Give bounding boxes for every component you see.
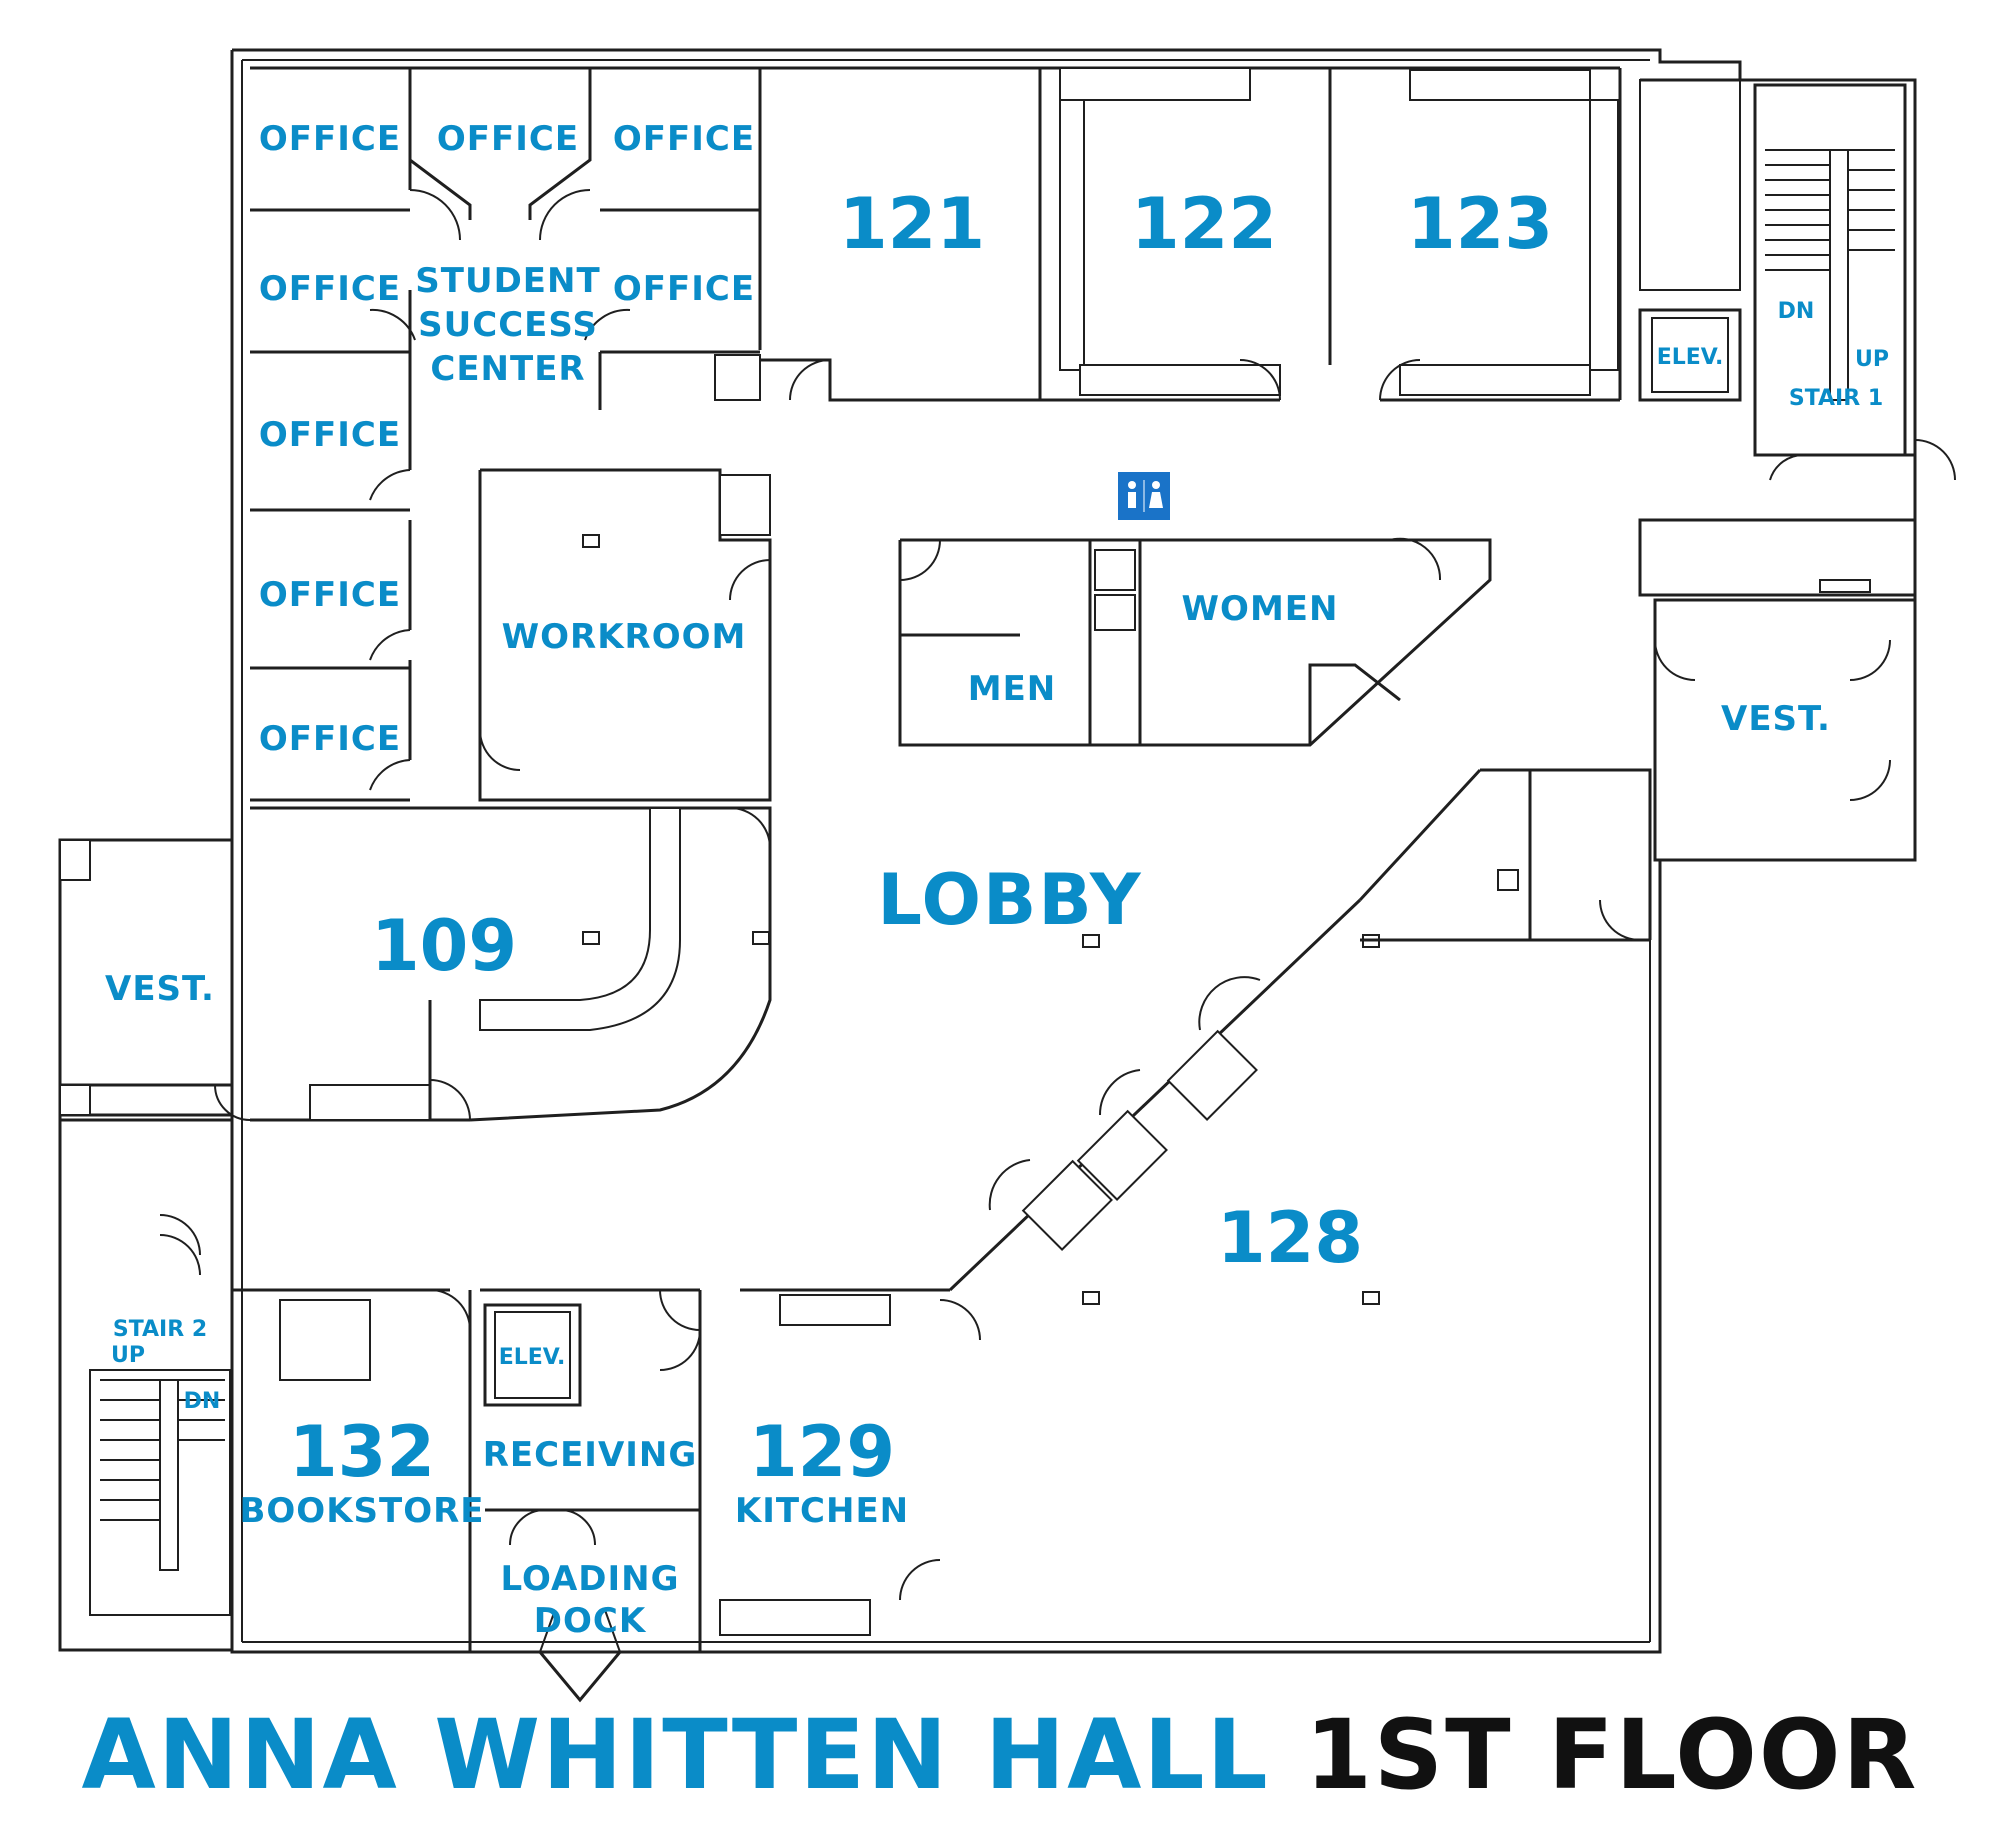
- west-vestibule-label: VEST.: [105, 969, 215, 1009]
- room-132-label: 132: [289, 1411, 435, 1493]
- men-restroom-label: MEN: [968, 669, 1057, 709]
- stair-2-dn-label: DN: [184, 1389, 221, 1414]
- elevator-1-label: ELEV.: [1657, 345, 1724, 370]
- office-label: OFFICE: [613, 119, 755, 159]
- room-128-walls: [940, 898, 1362, 1292]
- east-vestibule-label: VEST.: [1721, 699, 1831, 739]
- classroom-walls-north: [760, 66, 1742, 402]
- stair-1-up-label: UP: [1855, 347, 1889, 372]
- student-success-label-2: SUCCESS: [418, 305, 598, 345]
- office-label: OFFICE: [437, 119, 579, 159]
- receiving-label: RECEIVING: [483, 1435, 698, 1475]
- stair-2-up-label: UP: [111, 1343, 145, 1368]
- stair-1-dn-label: DN: [1778, 299, 1815, 324]
- room-labels: OFFICE OFFICE OFFICE OFFICE OFFICE OFFIC…: [105, 119, 1889, 1641]
- office-label: OFFICE: [259, 269, 401, 309]
- office-label: OFFICE: [259, 719, 401, 759]
- student-success-label-3: CENTER: [430, 349, 585, 389]
- office-label: OFFICE: [613, 269, 755, 309]
- stair-1-label: STAIR 1: [1789, 386, 1883, 411]
- stair-2: [58, 1118, 234, 1652]
- room-121-label: 121: [839, 183, 985, 265]
- women-restroom-label: WOMEN: [1182, 589, 1339, 629]
- loading-dock-label-1: LOADING: [501, 1559, 680, 1599]
- bookstore-label: BOOKSTORE: [239, 1491, 484, 1531]
- workroom-label: WORKROOM: [502, 617, 747, 657]
- room-122-label: 122: [1131, 183, 1277, 265]
- office-label: OFFICE: [259, 575, 401, 615]
- east-vestibule: [1638, 518, 1917, 862]
- floor-plan-title: ANNA WHITTEN HALL 1ST FLOOR: [0, 1700, 2000, 1810]
- room-109-walls: [214, 806, 772, 1122]
- workroom-walls: [478, 468, 772, 802]
- stair-1: [1753, 83, 1956, 481]
- room-123-label: 123: [1407, 183, 1553, 265]
- loading-dock-label-2: DOCK: [534, 1601, 647, 1641]
- office-block-walls: [250, 66, 762, 802]
- room-128-label: 128: [1217, 1197, 1363, 1279]
- building-name: ANNA WHITTEN HALL: [81, 1699, 1270, 1811]
- kitchen-label: KITCHEN: [735, 1491, 909, 1531]
- restroom-walls: [898, 472, 1492, 747]
- stair-2-label: STAIR 2: [113, 1317, 207, 1342]
- column-marker-icon: [582, 534, 1380, 1305]
- office-label: OFFICE: [259, 119, 401, 159]
- student-success-label-1: STUDENT: [415, 261, 600, 301]
- south-room-walls: [232, 1288, 981, 1703]
- service-area-walls: [1358, 768, 1652, 942]
- room-109-label: 109: [371, 905, 517, 987]
- lobby-label: LOBBY: [877, 859, 1142, 941]
- office-label: OFFICE: [259, 415, 401, 455]
- floor-name: 1ST FLOOR: [1305, 1699, 1919, 1811]
- room-129-label: 129: [749, 1411, 895, 1493]
- elevator-2-label: ELEV.: [499, 1345, 566, 1370]
